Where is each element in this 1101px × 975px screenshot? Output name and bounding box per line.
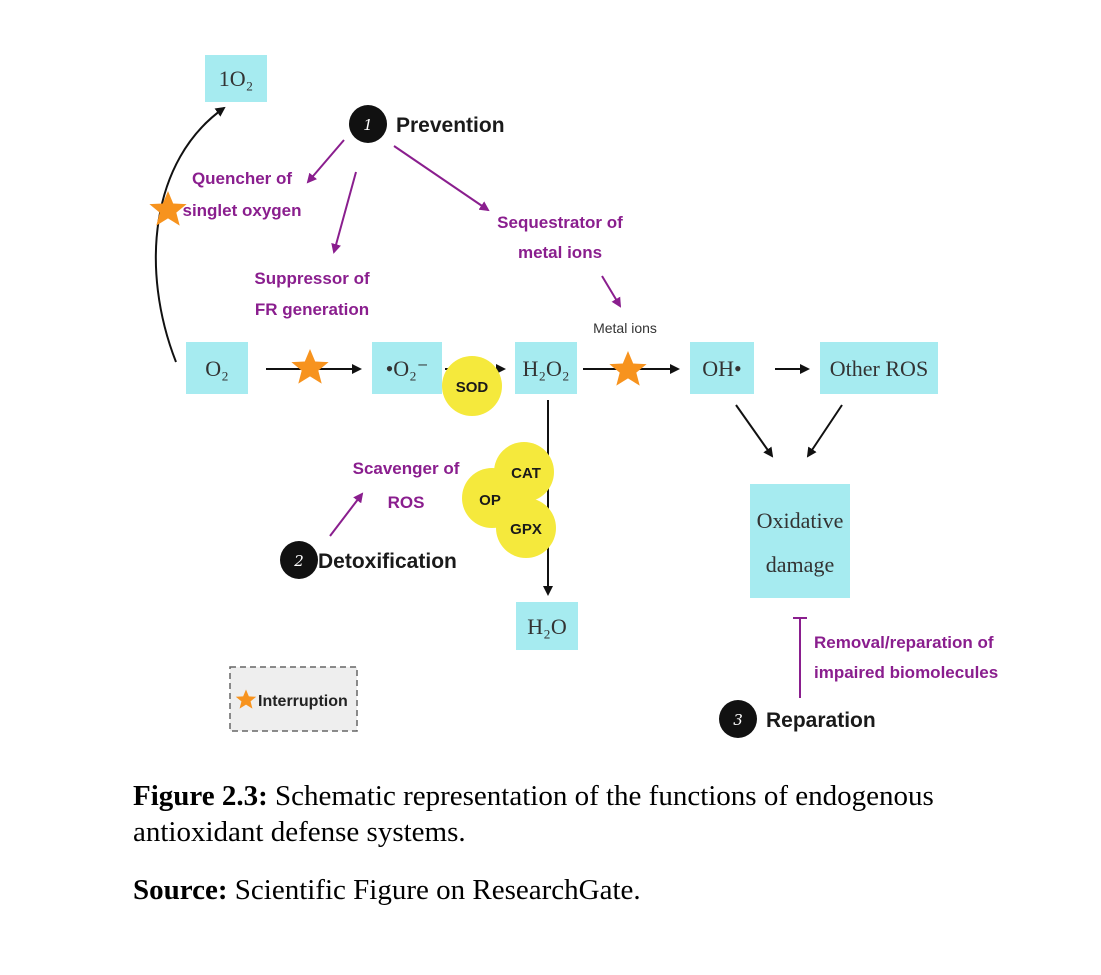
arrow-prevention-to-quencher: [306, 139, 345, 184]
figure-caption-text: Schematic representation of the function…: [133, 780, 934, 848]
node-hydroxyl: OH•: [690, 342, 754, 394]
enzyme-cat-label: CAT: [511, 465, 541, 482]
node-hydroxyl-label: OH•: [702, 356, 741, 381]
step-reparation: 3 Reparation: [719, 700, 876, 738]
label-sequestrator: Sequestrator of metal ions: [497, 213, 623, 262]
step-reparation-number: 3: [733, 711, 743, 729]
arrow-prevention-to-suppressor: [331, 171, 357, 254]
star-icon: [609, 351, 647, 386]
label-sequestrator-line1: Sequestrator of: [497, 213, 623, 232]
step-detoxification-badge: [280, 541, 318, 579]
step-detoxification-number: 2: [293, 552, 304, 570]
enzyme-sod-label: SOD: [456, 379, 489, 396]
node-oxidative-damage-line2: damage: [766, 552, 834, 577]
label-quencher-line2: singlet oxygen: [182, 201, 301, 220]
step-detoxification: 2 Detoxification: [280, 541, 457, 579]
label-quencher-line1: Quencher of: [192, 169, 292, 188]
label-scavenger-line2: ROS: [388, 493, 425, 512]
label-removal-line1: Removal/reparation of: [814, 633, 994, 652]
arrow-detoxification-to-scavenger: [329, 492, 364, 537]
label-suppressor-line2: FR generation: [255, 300, 369, 319]
arrow-o2-to-singlet-oxygen: [154, 106, 226, 363]
node-singlet-oxygen: 1O₂: [205, 55, 267, 102]
figure-caption-label: Figure 2.3:: [133, 780, 268, 812]
arrow-sequestrator-to-metal-ions: [601, 275, 622, 308]
step-prevention-label: Prevention: [396, 114, 505, 137]
label-removal-line2: impaired biomolecules: [814, 663, 998, 682]
legend-label: Interruption: [258, 693, 348, 710]
label-suppressor-line1: Suppressor of: [254, 269, 370, 288]
legend-interruption: Interruption: [229, 666, 358, 732]
label-sequestrator-line2: metal ions: [518, 243, 602, 262]
label-suppressor: Suppressor of FR generation: [254, 269, 370, 319]
label-quencher: Quencher of singlet oxygen: [182, 169, 301, 220]
step-prevention: 1 Prevention: [349, 105, 505, 143]
node-water: H₂O: [516, 602, 578, 650]
label-removal: Removal/reparation of impaired biomolecu…: [814, 633, 998, 682]
enzyme-gpx-label: GPX: [510, 521, 542, 538]
node-other-ros-label: Other ROS: [830, 356, 928, 381]
label-metal-ions: Metal ions: [593, 320, 657, 336]
node-oxidative-damage: Oxidative damage: [750, 484, 850, 598]
arrow-hydroxyl-to-damage: [735, 404, 774, 458]
node-oxidative-damage-line1: Oxidative: [757, 508, 844, 533]
label-scavenger: Scavenger of ROS: [353, 459, 460, 512]
step-reparation-badge: [719, 700, 757, 738]
arrow-other-ros-to-damage: [806, 404, 843, 458]
figure-caption: Figure 2.3: Schematic representation of …: [133, 778, 1033, 850]
step-prevention-number: 1: [363, 116, 373, 134]
source-text: Scientific Figure on ResearchGate.: [227, 874, 641, 906]
label-scavenger-line1: Scavenger of: [353, 459, 460, 478]
enzyme-cat: CAT: [494, 442, 554, 502]
star-icon: [291, 349, 329, 384]
node-singlet-oxygen-label: 1O₂: [219, 66, 254, 91]
node-superoxide-label: •O₂⁻: [386, 356, 429, 381]
enzyme-op-label: OP: [479, 492, 501, 509]
enzyme-sod: SOD: [442, 356, 502, 416]
node-hydrogen-peroxide-label: H₂O₂: [522, 356, 569, 381]
node-other-ros: Other ROS: [820, 342, 938, 394]
source-line: Source: Scientific Figure on ResearchGat…: [133, 872, 1033, 908]
node-water-label: H₂O: [527, 614, 566, 639]
antioxidant-diagram: 1O₂ O₂ •O₂⁻ H₂O₂ OH• Other ROS H₂O Oxida…: [149, 55, 998, 738]
node-oxygen: O₂: [186, 342, 248, 394]
node-oxygen-label: O₂: [205, 356, 229, 381]
node-superoxide: •O₂⁻: [372, 342, 442, 394]
node-hydrogen-peroxide: H₂O₂: [515, 342, 577, 394]
arrow-prevention-to-sequestrator: [393, 145, 490, 212]
step-detoxification-label: Detoxification: [318, 550, 457, 573]
source-label: Source:: [133, 874, 228, 906]
star-icon: [149, 191, 187, 226]
step-prevention-badge: [349, 105, 387, 143]
enzyme-gpx: GPX: [496, 498, 556, 558]
step-reparation-label: Reparation: [766, 709, 876, 732]
